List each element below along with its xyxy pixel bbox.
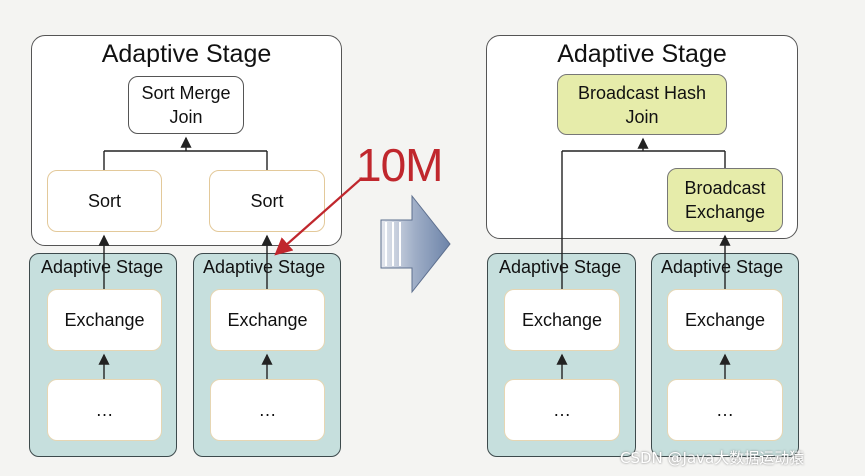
left-ellipsis-1-node: … — [47, 379, 162, 441]
left-bottom-stage-2-title: Adaptive Stage — [203, 257, 326, 277]
left-sort-node: Sort — [47, 170, 162, 232]
left-exchange-1-node: Exchange — [47, 289, 162, 351]
left-bottom-stage-1-title: Adaptive Stage — [41, 257, 164, 277]
left-exchange-2-node: Exchange — [210, 289, 325, 351]
right-bottom-stage-1-title: Adaptive Stage — [499, 257, 622, 277]
left-ellipsis-2-node: … — [210, 379, 325, 441]
watermark: CSDN @Java大数据运动猿 — [620, 449, 805, 467]
right-bottom-stage-2-title: Adaptive Stage — [661, 257, 784, 277]
right-ellipsis-2-node: … — [667, 379, 783, 441]
right-top-stage-title: Adaptive Stage — [557, 40, 727, 68]
broadcast-hash-join-node: Broadcast Hash Join — [557, 74, 727, 135]
left-top-stage-title: Adaptive Stage — [101, 40, 272, 68]
sort-merge-join-node: Sort Merge Join — [128, 76, 244, 134]
right-exchange-2-node: Exchange — [667, 289, 783, 351]
right-ellipsis-1-node: … — [504, 379, 620, 441]
broadcast-exchange-node: Broadcast Exchange — [667, 168, 783, 232]
size-annotation: 10M — [356, 139, 443, 191]
right-sort-node: Sort — [209, 170, 325, 232]
right-exchange-1-node: Exchange — [504, 289, 620, 351]
